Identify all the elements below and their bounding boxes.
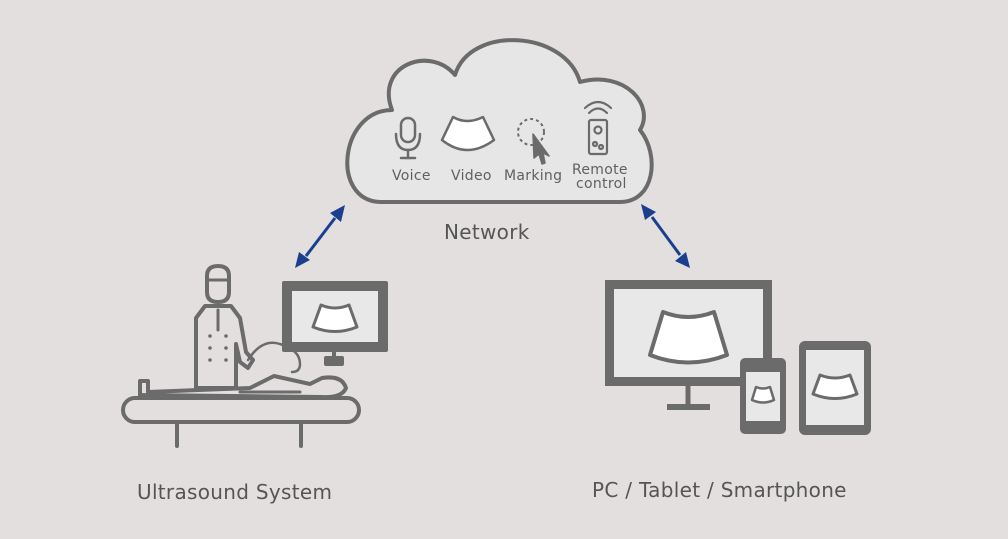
- remote-control-icon: [583, 100, 613, 156]
- cloud-shape: [345, 38, 654, 204]
- marking-label: Marking: [504, 168, 563, 184]
- right-bidirectional-arrow: [641, 204, 690, 268]
- remote-control-label: Remote control: [572, 163, 628, 191]
- doctor-body: [194, 304, 255, 390]
- left-bidirectional-arrow: [295, 205, 345, 268]
- examination-bed: [121, 396, 361, 424]
- remote-control-label-line1: Remote: [572, 162, 628, 178]
- patient: [138, 374, 348, 400]
- microphone-icon: [394, 116, 422, 160]
- ultrasound-system-label: Ultrasound System: [137, 480, 333, 504]
- doctor-head: [205, 264, 231, 304]
- voice-label: Voice: [392, 168, 431, 184]
- network-title: Network: [444, 220, 530, 244]
- video-label: Video: [451, 168, 492, 184]
- ultrasound-system-illustration: [121, 264, 388, 448]
- remote-control-label-line2: control: [576, 176, 627, 192]
- devices-illustration: [605, 280, 871, 435]
- devices-label: PC / Tablet / Smartphone: [592, 478, 847, 502]
- ultrasound-image-icon: [440, 115, 496, 152]
- marking-cursor-icon: [517, 118, 550, 165]
